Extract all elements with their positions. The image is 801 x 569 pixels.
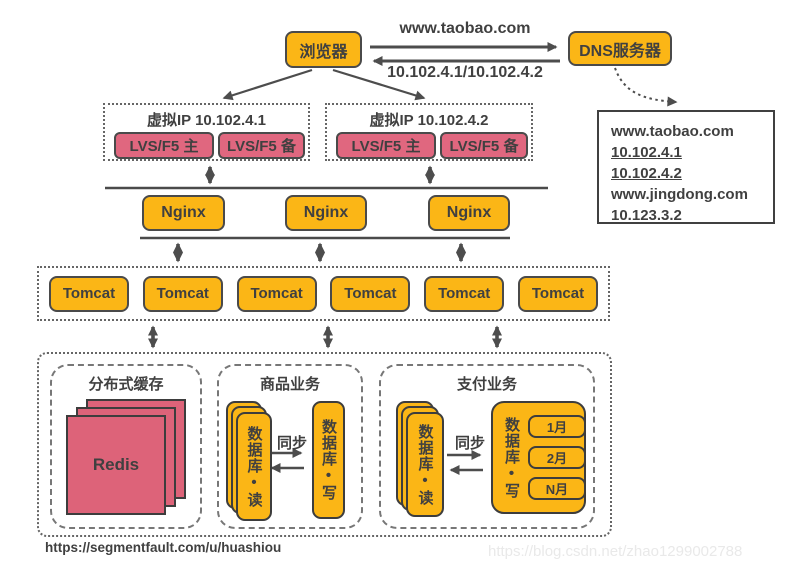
payment-shard-label-1: 1月	[546, 420, 568, 435]
payment-sync-label: 同步	[454, 435, 485, 452]
dns-record-ip-3: 10.123.3.2	[611, 207, 682, 224]
cache-title: 分布式缓存	[88, 376, 164, 393]
payment-write-db-node: 数据库•写 1月 2月 N月	[491, 401, 586, 514]
dns-server-label: DNS服务器	[579, 42, 661, 60]
payment-service-box: 支付业务 数据库•读 同步 数据库•写 1月 2月 N月	[379, 364, 595, 529]
product-sync-label: 同步	[276, 435, 307, 452]
tomcat-node-4: Tomcat	[330, 275, 411, 312]
lvs-backup-node-2: LVS/F5 备	[440, 132, 528, 159]
browser-node: 浏览器	[285, 31, 362, 68]
source-url-label: https://segmentfault.com/u/huashiou	[45, 540, 282, 555]
tomcat-node-1: Tomcat	[49, 275, 129, 312]
product-title: 商品业务	[259, 376, 320, 393]
tomcat-cluster: Tomcat Tomcat Tomcat Tomcat Tomcat Tomca…	[37, 266, 610, 321]
lvs-backup-label-2: LVS/F5 备	[449, 138, 519, 155]
tomcat-node-5: Tomcat	[424, 275, 505, 312]
arrow-dns-to-table	[614, 67, 678, 107]
tomcat-label-4: Tomcat	[344, 285, 397, 302]
tomcat-node-2: Tomcat	[142, 275, 223, 312]
lvs-primary-node-2: LVS/F5 主	[336, 132, 436, 159]
payment-title: 支付业务	[456, 376, 517, 393]
lvs-backup-node-1: LVS/F5 备	[218, 132, 305, 159]
nginx-label-3: Nginx	[446, 204, 492, 221]
tomcat-label-3: Tomcat	[250, 285, 303, 302]
tomcat-label-6: Tomcat	[531, 285, 585, 302]
payment-shard-month-2: 2月	[528, 446, 586, 469]
payment-shard-month-n: N月	[528, 477, 586, 500]
browser-label: 浏览器	[299, 43, 348, 61]
watermark-url-label: https://blog.csdn.net/zhao1299002788	[488, 543, 743, 560]
payment-shard-month-1: 1月	[528, 415, 586, 438]
lvs-backup-label-1: LVS/F5 备	[227, 138, 296, 155]
product-service-box: 商品业务 数据库•读 同步 数据库•写	[217, 364, 363, 529]
lvs-primary-label-1: LVS/F5 主	[129, 138, 199, 155]
vip-group-2-title: 虚拟IP 10.102.4.2	[369, 112, 489, 129]
nginx-node-1: Nginx	[142, 195, 225, 231]
cache-service-box: 分布式缓存 Redis	[50, 364, 202, 529]
services-container: 分布式缓存 Redis 商品业务 数据库•读 同步 数据库•写 支付业务 数据库…	[37, 352, 612, 537]
tomcat-label-2: Tomcat	[156, 285, 209, 302]
redis-node: Redis	[66, 415, 166, 515]
payment-shard-list: 1月 2月 N月	[528, 415, 586, 500]
nginx-label-2: Nginx	[303, 204, 349, 221]
dns-record-domain-1: www.taobao.com	[611, 123, 734, 140]
payment-shard-label-n: N月	[545, 482, 569, 497]
arrow-browser-to-vip2	[332, 68, 426, 101]
response-ips-label: 10.102.4.1/10.102.4.2	[387, 64, 543, 81]
tomcat-node-6: Tomcat	[517, 275, 598, 312]
request-domain-label: www.taobao.com	[399, 20, 531, 37]
payment-shard-label-2: 2月	[546, 451, 568, 466]
lvs-primary-label-2: LVS/F5 主	[351, 138, 421, 155]
vip-group-2: 虚拟IP 10.102.4.2 LVS/F5 主 LVS/F5 备	[325, 103, 533, 161]
payment-read-db-node: 数据库•读	[406, 412, 444, 517]
dns-record-ip-1: 10.102.4.1	[611, 144, 682, 161]
nginx-node-2: Nginx	[285, 195, 367, 231]
payment-write-db-label: 数据库•写	[503, 416, 520, 499]
vip-group-1: 虚拟IP 10.102.4.1 LVS/F5 主 LVS/F5 备	[103, 103, 310, 161]
arrow-browser-to-vip1	[222, 68, 313, 101]
nginx-node-3: Nginx	[428, 195, 510, 231]
vip-group-1-title: 虚拟IP 10.102.4.1	[147, 112, 266, 129]
tomcat-label-5: Tomcat	[438, 285, 491, 302]
dns-record-domain-2: www.jingdong.com	[611, 186, 748, 203]
tomcat-node-3: Tomcat	[236, 275, 317, 312]
tomcat-label-1: Tomcat	[62, 285, 116, 302]
product-write-db-node: 数据库•写	[312, 401, 345, 519]
nginx-label-1: Nginx	[161, 204, 206, 221]
dns-server-node: DNS服务器	[568, 31, 672, 66]
dns-record-ip-2: 10.102.4.2	[611, 165, 682, 182]
dns-record-table: www.taobao.com 10.102.4.1 10.102.4.2 www…	[597, 110, 775, 224]
product-read-db-node: 数据库•读	[236, 412, 272, 521]
redis-label: Redis	[92, 455, 140, 474]
lvs-primary-node-1: LVS/F5 主	[114, 132, 214, 159]
